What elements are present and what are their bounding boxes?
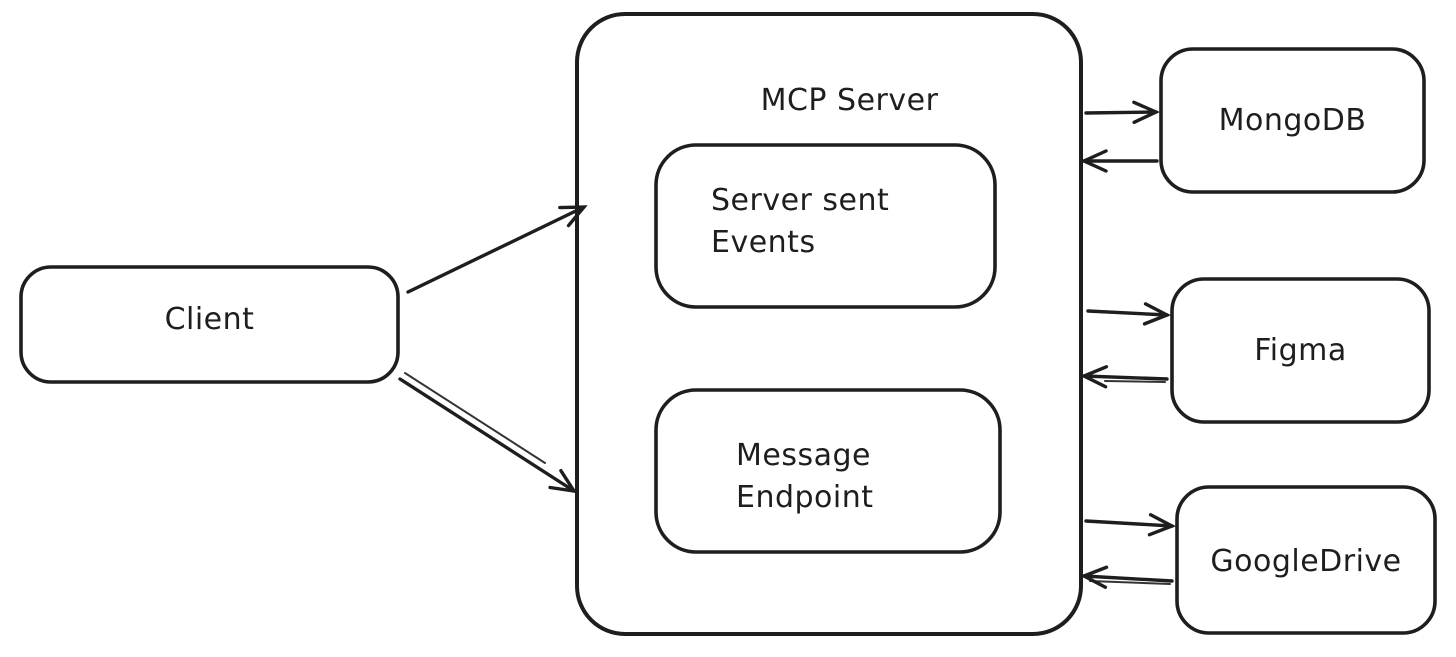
server-sent-events-label: Server sent Events [711,183,890,260]
figma-label: Figma [1254,333,1347,368]
arrow-client-to-mcp-top [406,205,588,294]
message-endpoint-label: Message Endpoint [736,438,874,515]
client-label: Client [164,302,255,337]
arrow-mcp-to-googledrive [1084,513,1177,537]
mongodb-label: MongoDB [1218,103,1367,138]
arrow-googledrive-to-mcp [1079,565,1174,589]
arrow-client-to-mcp-bottom [398,377,578,494]
mcp-server-title: MCP Server [760,83,939,118]
googledrive-node [1175,485,1437,635]
message-endpoint-node [654,388,1002,554]
arrow-mcp-to-figma [1086,302,1172,326]
arrow-client-to-mcp-bottom-sketch [404,372,546,464]
client-node [19,265,400,384]
arrow-googledrive-to-mcp-sketch [1089,580,1171,585]
figma-node [1170,277,1431,424]
googledrive-label: GoogleDrive [1210,544,1402,579]
server-sent-events-node [654,143,997,309]
mongodb-node [1159,47,1426,194]
arrow-figma-to-mcp-sketch [1104,380,1166,383]
arrow-mcp-to-mongodb [1084,100,1161,125]
arrow-figma-to-mcp [1079,365,1169,389]
